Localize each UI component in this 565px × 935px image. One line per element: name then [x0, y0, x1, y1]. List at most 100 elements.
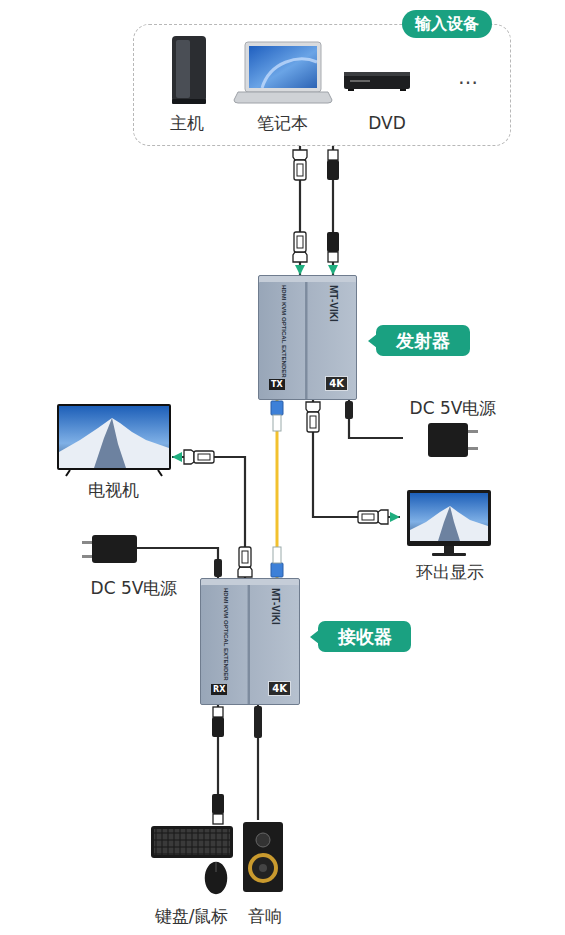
power-adapter-right — [468, 430, 478, 433]
dvd-player-icon — [344, 72, 410, 91]
caption-text: 主机 — [170, 113, 204, 133]
tv-icon — [66, 470, 162, 476]
dvd-player-icon — [344, 72, 410, 76]
peripheral-node: 键盘/鼠标 — [145, 820, 238, 928]
cable-plugs — [212, 794, 224, 824]
keyboard-mouse-icon — [154, 829, 230, 855]
desktop-tower-icon — [172, 36, 206, 102]
device-node: DVD — [353, 31, 421, 135]
tv-icon — [94, 418, 126, 468]
monitor-node: 环出显示 — [400, 486, 500, 584]
cable-plugs — [345, 401, 353, 419]
dvd-player-icon — [344, 72, 410, 89]
caption-text: 笔记本 — [257, 113, 308, 133]
speaker-icon — [256, 833, 270, 847]
tv-icon — [59, 406, 169, 468]
monitor-icon — [438, 506, 460, 541]
dvd-player-icon — [348, 89, 354, 91]
laptop-icon — [262, 59, 317, 88]
cable-plugs — [293, 150, 307, 180]
cable-plugs — [293, 232, 307, 262]
power-adapter-left — [82, 535, 197, 563]
callout-tag: 发射器 — [376, 325, 470, 356]
power-adapter-left — [82, 541, 92, 544]
speaker-icon — [259, 864, 267, 872]
receiver-box: HDMI KVM OPTICAL EXTENDERMT-VIKIRX4K — [200, 578, 300, 705]
cable-plugs — [327, 150, 339, 180]
power-adapter-right — [468, 447, 478, 450]
device-node: 主机 — [159, 31, 215, 135]
cable-connector — [349, 400, 403, 438]
laptop-icon — [234, 92, 332, 103]
device-tag: TX — [269, 379, 285, 390]
device-print: HDMI KVM OPTICAL EXTENDER — [222, 588, 229, 681]
callout-tag: 接收器 — [318, 621, 411, 652]
cable-plugs — [184, 150, 388, 824]
device-tag: RX — [211, 684, 227, 695]
cable-connector — [172, 457, 245, 578]
tv-icon — [57, 404, 171, 476]
cable-connector — [313, 400, 400, 517]
monitor-icon — [407, 490, 491, 546]
keyboard-mouse-icon — [216, 862, 217, 872]
speaker-icon — [248, 853, 278, 883]
device-node: 笔记本 — [231, 31, 333, 135]
peripheral-node: 音响 — [240, 820, 290, 928]
cable-plugs — [271, 547, 283, 577]
dvd-player-icon — [350, 80, 370, 82]
keyboard-mouse-icon — [151, 826, 233, 895]
laptop-icon — [245, 42, 321, 92]
desktop-tower-icon — [172, 36, 206, 104]
brand-print: MT-VIKI — [327, 285, 339, 322]
keyboard-mouse-icon — [204, 861, 228, 895]
audio-jack — [254, 706, 262, 738]
dvd-player-icon — [400, 89, 406, 91]
cable-plugs — [238, 547, 252, 577]
cable-plugs — [327, 232, 339, 262]
group-heading: 输入设备 — [402, 10, 492, 38]
cable-plugs — [271, 401, 283, 431]
cable-plugs — [212, 707, 224, 737]
caption-text: DVD — [368, 113, 406, 133]
speaker-icon — [252, 857, 274, 879]
power-adapter-node: DC 5V电源 — [403, 396, 503, 462]
desktop-tower-icon — [172, 99, 206, 104]
power-adapter-right — [428, 423, 478, 457]
power-adapter-left — [137, 547, 197, 549]
caption-text: DC 5V电源 — [91, 578, 178, 598]
power-adapter-left — [92, 535, 137, 563]
caption-text: 环出显示 — [416, 562, 484, 582]
caption-text: 键盘/鼠标 — [155, 906, 229, 926]
resolution-badge: 4K — [268, 681, 291, 696]
cable-plugs — [358, 510, 388, 524]
transmitter-box: HDMI KVM OPTICAL EXTENDER MT-VIKI TX 4K — [258, 275, 357, 400]
laptop-icon — [234, 42, 332, 103]
input-devices-group: 输入设备主机笔记本DVD — [133, 24, 511, 146]
speaker-icon — [243, 822, 283, 892]
monitor-icon — [444, 546, 454, 554]
keyboard-mouse-icon — [151, 826, 233, 858]
callout-text: 发射器 — [396, 330, 450, 352]
resolution-badge: 4K — [325, 376, 348, 391]
ellipsis-label: … — [458, 66, 478, 88]
laptop-icon — [249, 46, 317, 88]
caption-text: 音响 — [248, 906, 282, 926]
speaker-icon — [243, 822, 283, 892]
desktop-tower-icon — [176, 40, 190, 98]
power-adapter-left — [82, 555, 92, 558]
monitor-icon — [410, 493, 488, 541]
monitor-icon — [407, 490, 491, 556]
callout-text: 接收器 — [338, 626, 392, 648]
monitor-icon — [432, 553, 466, 556]
device-print: HDMI KVM OPTICAL EXTENDER — [280, 285, 287, 378]
tv-node: 电视机 — [55, 402, 172, 502]
power-adapter-right — [428, 423, 468, 457]
caption-text: 电视机 — [88, 480, 139, 500]
caption-text: DC 5V电源 — [410, 398, 497, 418]
cable-plugs — [306, 402, 320, 432]
monitor-icon — [410, 506, 488, 541]
tv-icon — [59, 418, 169, 468]
